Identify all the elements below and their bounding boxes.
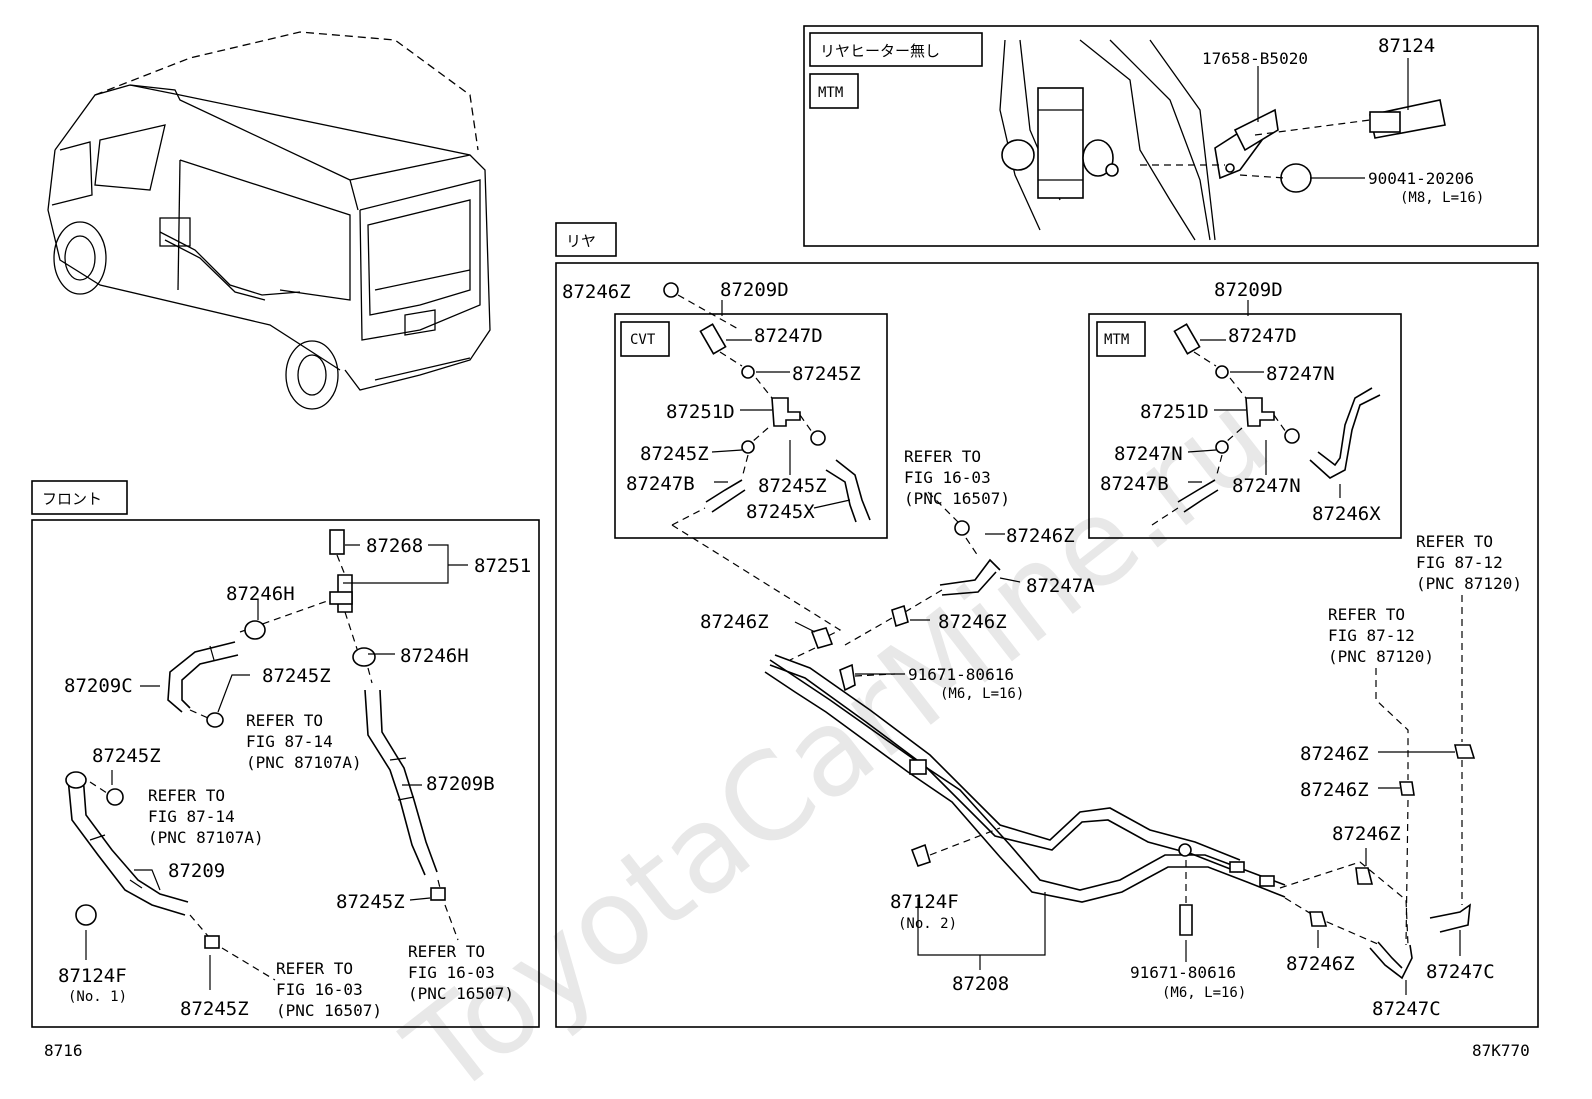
cvt-part-87245X: 87245X — [746, 501, 815, 523]
front-part-87251: 87251 — [474, 555, 531, 577]
front-ref3-l2: FIG 16-03 — [408, 963, 495, 982]
cvt-part-87245Z-a: 87245Z — [792, 363, 861, 385]
front-ref3-l3: (PNC 16507) — [408, 984, 514, 1003]
no-rear-heater-label: リヤヒーター無し — [820, 42, 940, 60]
rear-section: リヤ CVT MTM — [555, 222, 1539, 1028]
mtm-part-87247N-c: 87247N — [1232, 475, 1301, 497]
rear-part-87247C-b: 87247C — [1372, 998, 1441, 1020]
rear-ref-r2-l1: REFER TO — [1328, 605, 1405, 624]
rear-part-87124F-note: (No. 2) — [898, 916, 957, 932]
rear-part-87209D-right: 87209D — [1214, 279, 1283, 301]
rear-ref-r1-l2: FIG 87-12 — [1416, 553, 1503, 572]
front-part-87246H-a: 87246H — [226, 583, 295, 605]
front-ref3-l1: REFER TO — [408, 942, 485, 961]
cvt-part-87247D: 87247D — [754, 325, 823, 347]
page-number-left: 8716 — [44, 1041, 83, 1060]
front-ref4-l3: (PNC 16507) — [276, 1001, 382, 1020]
rear-ref-r1-l3: (PNC 87120) — [1416, 574, 1522, 593]
rear-bolt2: 91671-80616 — [1130, 963, 1236, 982]
rear-bolt1: 91671-80616 — [908, 665, 1014, 684]
mtm-part-87246X: 87246X — [1312, 503, 1381, 525]
rear-ref-mid-l3: (PNC 16507) — [904, 489, 1010, 508]
cvt-part-87251D: 87251D — [666, 401, 735, 423]
rear-ref-r2-l2: FIG 87-12 — [1328, 626, 1415, 645]
front-part-87124F-note: (No. 1) — [68, 989, 127, 1005]
front-ref4-l1: REFER TO — [276, 959, 353, 978]
front-part-87268: 87268 — [366, 535, 423, 557]
rear-mtm-label: MTM — [1104, 332, 1129, 348]
rear-part-87246Z-c: 87246Z — [938, 611, 1007, 633]
rear-ref-r1-l1: REFER TO — [1416, 532, 1493, 551]
cvt-part-87245Z-c: 87245Z — [758, 475, 827, 497]
rear-part-87246Z-r2: 87246Z — [1300, 779, 1369, 801]
inset-part-87124: 87124 — [1378, 35, 1435, 57]
front-part-87209: 87209 — [168, 860, 225, 882]
inset-part-90041-20206-spec: (M8, L=16) — [1400, 190, 1484, 206]
rear-part-87246Z-r3: 87246Z — [1332, 823, 1401, 845]
front-part-87246H-b: 87246H — [400, 645, 469, 667]
mtm-part-87247N-a: 87247N — [1266, 363, 1335, 385]
front-part-87245Z-c: 87245Z — [336, 891, 405, 913]
rear-part-87246Z-left: 87246Z — [700, 611, 769, 633]
front-part-87124F: 87124F — [58, 965, 127, 987]
cvt-part-87245Z-b: 87245Z — [640, 443, 709, 465]
rear-part-87246Z-r1: 87246Z — [1300, 743, 1369, 765]
inset-no-rear-heater: リヤヒーター無し MTM 17658-B5020 87124 90041-202… — [803, 25, 1539, 247]
rear-ref-r2-l3: (PNC 87120) — [1328, 647, 1434, 666]
inset-part-90041-20206: 90041-20206 — [1368, 169, 1474, 188]
front-section: フロント — [31, 480, 540, 1028]
rear-ref-mid-l1: REFER TO — [904, 447, 981, 466]
front-part-87209C: 87209C — [64, 675, 133, 697]
rear-part-87247C-a: 87247C — [1426, 961, 1495, 983]
front-ref2-l2: FIG 87-14 — [148, 807, 235, 826]
front-part-87245Z-d: 87245Z — [180, 998, 249, 1020]
inset-part-17658-B5020: 17658-B5020 — [1202, 49, 1308, 68]
rear-part-87209D-left: 87209D — [720, 279, 789, 301]
rear-part-87246Z-r4: 87246Z — [1286, 953, 1355, 975]
mtm-part-87247N-b: 87247N — [1114, 443, 1183, 465]
vehicle-illustration — [47, 31, 491, 410]
front-ref4-l2: FIG 16-03 — [276, 980, 363, 999]
rear-part-87208: 87208 — [952, 973, 1009, 995]
cvt-label: CVT — [630, 332, 656, 348]
rear-part-87246Z-top: 87246Z — [562, 281, 631, 303]
front-ref1-l2: FIG 87-14 — [246, 732, 333, 751]
rear-section-label: リヤ — [566, 232, 596, 250]
rear-bolt1-spec: (M6, L=16) — [940, 686, 1024, 702]
mtm-part-87247B: 87247B — [1100, 473, 1169, 495]
rear-part-87124F: 87124F — [890, 891, 959, 913]
front-ref2-l3: (PNC 87107A) — [148, 828, 264, 847]
mtm-part-87251D: 87251D — [1140, 401, 1209, 423]
rear-ref-mid-l2: FIG 16-03 — [904, 468, 991, 487]
front-ref2-l1: REFER TO — [148, 786, 225, 805]
cvt-part-87247B: 87247B — [626, 473, 695, 495]
front-part-87209B: 87209B — [426, 773, 495, 795]
page-number-right: 87K770 — [1472, 1041, 1530, 1060]
front-ref1-l3: (PNC 87107A) — [246, 753, 362, 772]
rear-part-87246Z-mid: 87246Z — [1006, 525, 1075, 547]
front-part-87245Z-a: 87245Z — [262, 665, 331, 687]
rear-part-87247A: 87247A — [1026, 575, 1095, 597]
mtm-part-87247D: 87247D — [1228, 325, 1297, 347]
rear-bolt2-spec: (M6, L=16) — [1162, 985, 1246, 1001]
front-ref1-l1: REFER TO — [246, 711, 323, 730]
inset-mtm-label: MTM — [818, 85, 843, 101]
front-part-87245Z-b: 87245Z — [92, 745, 161, 767]
front-section-label: フロント — [42, 490, 102, 508]
